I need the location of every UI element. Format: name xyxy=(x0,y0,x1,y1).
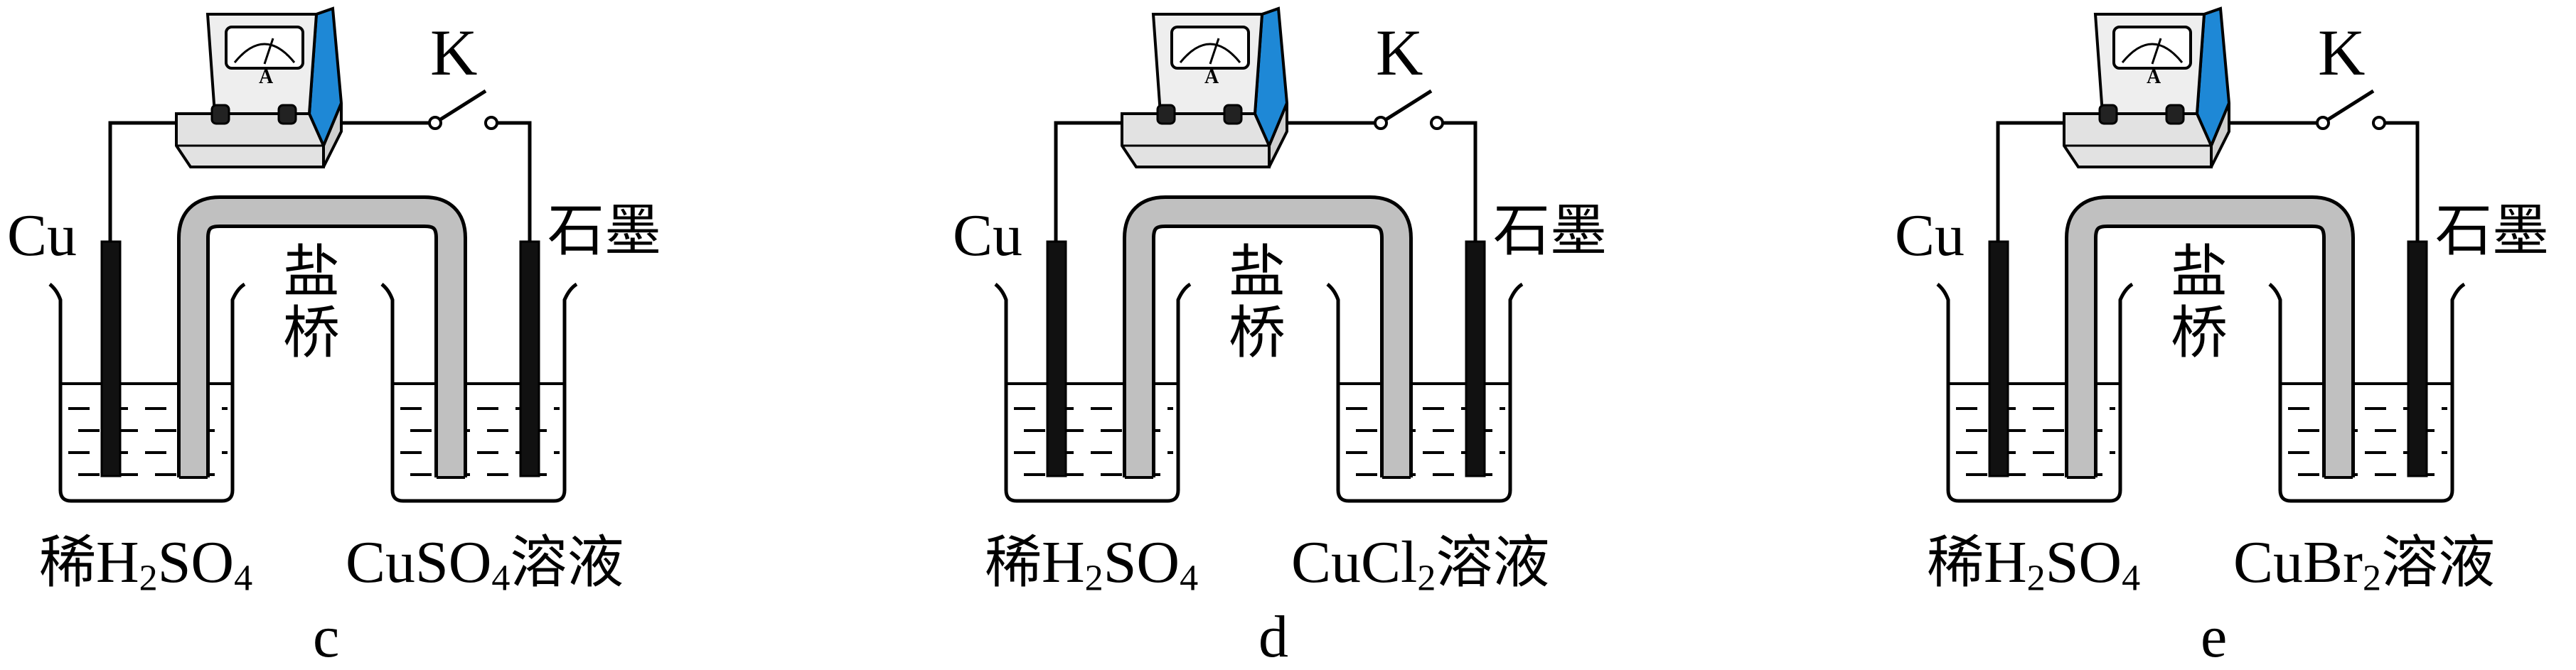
left-electrode-label: Cu xyxy=(1895,202,1965,269)
formula-part: CuSO xyxy=(346,529,492,595)
ammeter-label: A xyxy=(259,66,274,88)
graphite-electrode xyxy=(2407,240,2428,477)
panel-letter: c xyxy=(313,604,340,670)
formula-part: CuBr xyxy=(2233,529,2363,595)
switch-k xyxy=(2316,89,2386,130)
right-wire xyxy=(496,121,532,242)
salt-bridge xyxy=(177,195,467,479)
solution-suffix: 溶液 xyxy=(1436,529,1550,595)
salt-bridge-char-2: 桥 xyxy=(283,300,340,367)
switch-k xyxy=(428,89,498,130)
salt-bridge-char-1: 盐 xyxy=(2171,239,2228,305)
left-solution-label: 稀H2SO4 xyxy=(985,533,1198,598)
formula-part: 2 xyxy=(2363,558,2382,599)
salt-bridge-label: 盐 桥 xyxy=(1222,239,1293,367)
left-beaker xyxy=(48,282,246,503)
solution-suffix: 溶液 xyxy=(2381,529,2496,595)
switch-k xyxy=(1374,89,1444,130)
salt-bridge-char-2: 桥 xyxy=(2171,300,2228,367)
apparatus-drawing xyxy=(994,6,1524,503)
solution-prefix: 稀 xyxy=(39,529,96,595)
switch-label: K xyxy=(2318,16,2366,89)
right-beaker xyxy=(380,282,578,503)
left-beaker xyxy=(1936,282,2134,503)
apparatus-panel: A K Cu 石墨 盐 桥 稀H2SO4 CuBr2溶液 e xyxy=(1888,0,2576,670)
right-solution-label: CuBr2溶液 xyxy=(2233,533,2495,598)
panel-letter: e xyxy=(2201,604,2228,670)
cu-electrode xyxy=(1046,240,1067,477)
ammeter-label: A xyxy=(1204,66,1219,88)
apparatus-drawing xyxy=(1936,6,2466,503)
salt-bridge xyxy=(2065,195,2355,479)
left-electrode-label: Cu xyxy=(953,202,1023,269)
formula-part: H xyxy=(96,529,139,595)
right-beaker xyxy=(2268,282,2466,503)
right-solution-label: CuSO4溶液 xyxy=(346,533,624,598)
right-electrode-label: 石墨 xyxy=(2435,198,2549,264)
panel-letter: d xyxy=(1258,604,1288,670)
cu-electrode xyxy=(1988,240,2009,477)
ammeter xyxy=(2063,6,2231,168)
formula-part: H xyxy=(1042,529,1085,595)
right-electrode-label: 石墨 xyxy=(1493,198,1607,264)
right-electrode-label: 石墨 xyxy=(547,198,661,264)
salt-bridge-char-2: 桥 xyxy=(1229,300,1286,367)
left-solution-label: 稀H2SO4 xyxy=(1927,533,2140,598)
right-wire xyxy=(2383,121,2420,242)
right-beaker xyxy=(1326,282,1524,503)
solution-prefix: 稀 xyxy=(1927,529,1984,595)
salt-bridge-char-1: 盐 xyxy=(1229,239,1286,305)
formula-part: 4 xyxy=(1180,558,1199,599)
left-electrode-label: Cu xyxy=(7,202,78,269)
formula-part: SO xyxy=(157,529,235,595)
formula-part: SO xyxy=(1103,529,1180,595)
formula-part: H xyxy=(1984,529,2027,595)
solution-suffix: 溶液 xyxy=(510,529,624,595)
formula-part: 2 xyxy=(2026,558,2046,599)
right-wire xyxy=(1441,121,1477,242)
left-wire xyxy=(1996,121,2074,242)
salt-bridge-char-1: 盐 xyxy=(283,239,340,305)
formula-part: 2 xyxy=(1084,558,1103,599)
apparatus-drawing xyxy=(48,6,578,503)
formula-part: 4 xyxy=(491,558,511,599)
formula-part: 4 xyxy=(234,558,253,599)
salt-bridge xyxy=(1123,195,1413,479)
salt-bridge-label: 盐 桥 xyxy=(276,239,347,367)
apparatus-panel: A K Cu 石墨 盐 桥 稀H2SO4 CuCl2溶液 d xyxy=(946,0,1804,670)
ammeter xyxy=(1121,6,1289,168)
salt-bridge-label: 盐 桥 xyxy=(2164,239,2235,367)
apparatus-panel: A K Cu 石墨 盐 桥 稀H2SO4 CuSO4溶液 c xyxy=(0,0,858,670)
right-solution-label: CuCl2溶液 xyxy=(1291,533,1549,598)
solution-prefix: 稀 xyxy=(985,529,1042,595)
ammeter-label: A xyxy=(2147,66,2161,88)
graphite-electrode xyxy=(1465,240,1486,477)
formula-part: 2 xyxy=(1417,558,1436,599)
formula-part: 4 xyxy=(2122,558,2141,599)
left-solution-label: 稀H2SO4 xyxy=(39,533,252,598)
left-beaker xyxy=(994,282,1192,503)
left-wire xyxy=(1054,121,1132,242)
switch-label: K xyxy=(430,16,478,89)
cu-electrode xyxy=(100,240,122,477)
formula-part: SO xyxy=(2045,529,2122,595)
left-wire xyxy=(108,121,186,242)
ammeter xyxy=(175,6,343,168)
graphite-electrode xyxy=(519,240,540,477)
formula-part: 2 xyxy=(139,558,158,599)
switch-label: K xyxy=(1376,16,1423,89)
formula-part: CuCl xyxy=(1291,529,1418,595)
